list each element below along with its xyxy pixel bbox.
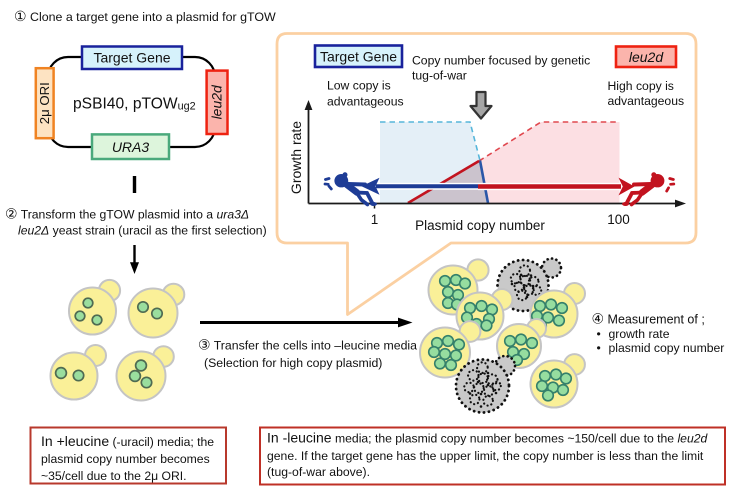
svg-text:④ Measurement of ;: ④ Measurement of ; bbox=[592, 311, 705, 327]
svg-text:plasmid copy number becomes: plasmid copy number becomes bbox=[41, 452, 210, 466]
svg-text:1: 1 bbox=[371, 212, 379, 227]
svg-text:In -leucine media; the plasmid: In -leucine media; the plasmid copy numb… bbox=[267, 430, 708, 446]
svg-text:② Transform the gTOW plasmid i: ② Transform the gTOW plasmid into a ura3… bbox=[5, 206, 249, 222]
svg-text:•plasmid copy number: •plasmid copy number bbox=[597, 341, 725, 355]
svg-text:leu2Δ yeast strain (uracil as: leu2Δ yeast strain (uracil as the first … bbox=[18, 224, 267, 238]
svg-text:pSBI40, pTOWug2: pSBI40, pTOWug2 bbox=[73, 96, 196, 113]
svg-text:High copy is: High copy is bbox=[608, 79, 674, 93]
svg-text:Target Gene: Target Gene bbox=[320, 49, 397, 65]
svg-text:leu2d: leu2d bbox=[209, 84, 225, 119]
svg-text:advantageous: advantageous bbox=[608, 94, 685, 108]
svg-text:Copy number focused by genetic: Copy number focused by genetic bbox=[412, 54, 590, 68]
svg-text:100: 100 bbox=[607, 212, 630, 227]
svg-text:advantageous: advantageous bbox=[327, 95, 404, 109]
svg-text:gene. If the target gene has t: gene. If the target gene has the upper l… bbox=[267, 449, 704, 463]
svg-text:2μ ORI: 2μ ORI bbox=[37, 82, 52, 124]
svg-text:① Clone a target gene into a p: ① Clone a target gene into a plasmid for… bbox=[14, 8, 276, 24]
svg-text:leu2d: leu2d bbox=[629, 49, 664, 65]
svg-text:Target Gene: Target Gene bbox=[93, 50, 170, 66]
svg-text:Plasmid copy number: Plasmid copy number bbox=[415, 218, 545, 233]
svg-text:In +leucine (-uracil) media; t: In +leucine (-uracil) media; the bbox=[41, 433, 214, 449]
svg-text:Low copy is: Low copy is bbox=[327, 79, 391, 93]
svg-text:•growth rate: •growth rate bbox=[597, 327, 670, 341]
svg-text:~35/cell due to the 2μ ORI.: ~35/cell due to the 2μ ORI. bbox=[41, 469, 187, 483]
svg-text:(Selection for high copy plasm: (Selection for high copy plasmid) bbox=[204, 356, 382, 370]
svg-text:tug-of-war: tug-of-war bbox=[412, 68, 467, 82]
svg-text:③ Transfer the cells into –leu: ③ Transfer the cells into –leucine media bbox=[198, 337, 417, 353]
svg-text:Growth rate: Growth rate bbox=[288, 121, 304, 194]
svg-text:(tug-of-war above).: (tug-of-war above). bbox=[267, 465, 370, 479]
svg-text:URA3: URA3 bbox=[112, 139, 150, 155]
